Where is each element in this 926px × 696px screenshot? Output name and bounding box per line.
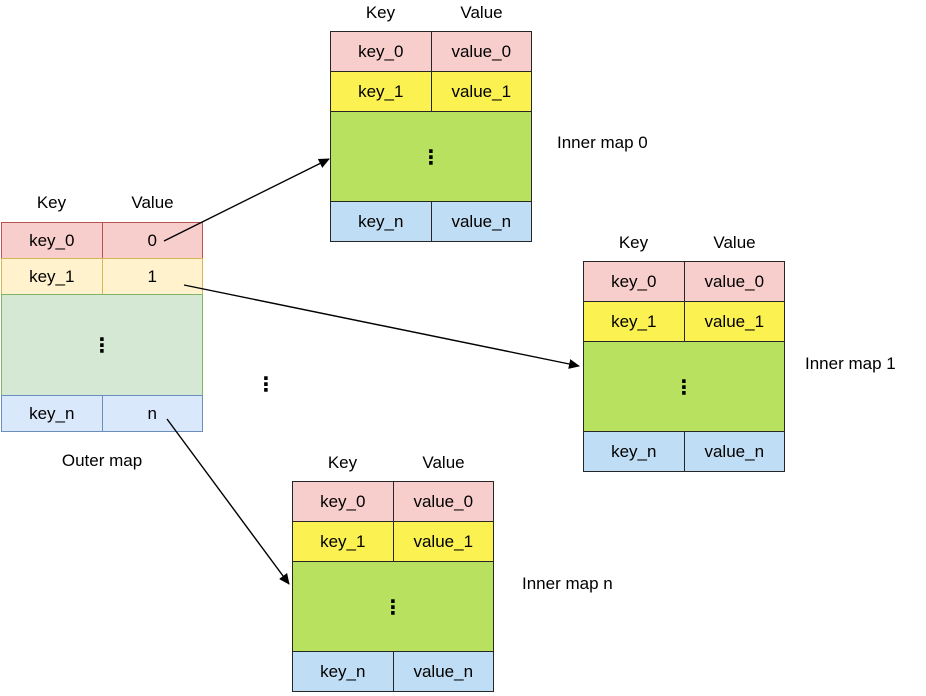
inner-map-1-column-headers: Key Value (583, 233, 785, 253)
value-cell: value_n (451, 211, 512, 231)
value-cell: value_1 (704, 311, 765, 331)
inner-map-0-row-key0: key_0 value_0 (330, 31, 532, 72)
key-cell: key_1 (293, 522, 394, 561)
vertical-ellipsis: ⋮ (674, 374, 694, 399)
inner-map-n-label: Inner map n (522, 574, 613, 593)
value-cell: value_n (413, 661, 474, 681)
key-cell: key_0 (2, 223, 103, 258)
value-cell: 0 (147, 230, 157, 250)
inner-map-1-row-key1: key_1 value_1 (583, 301, 785, 342)
arrow-value1-to-inner-map-1 (183, 284, 580, 369)
outer-map-row-key0: key_0 0 (1, 222, 203, 259)
column-header-value: Value (131, 193, 174, 212)
inner-map-1-row-keyn: key_n value_n (583, 431, 785, 472)
key-cell: key_0 (293, 482, 394, 521)
key-cell: key_n (584, 432, 685, 471)
inner-map-0-row-key1: key_1 value_1 (330, 71, 532, 112)
value-cell: 1 (147, 266, 157, 286)
value-cell: value_0 (451, 41, 512, 61)
vertical-ellipsis: ⋮ (421, 144, 441, 169)
value-cell: value_1 (451, 81, 512, 101)
column-header-key: Key (36, 193, 67, 212)
outer-map-ellipsis-row: ⋮ (1, 294, 203, 396)
outer-map-column-headers: Key Value (1, 193, 203, 213)
column-header-key: Key (327, 453, 358, 472)
inner-map-1-table: key_0 value_0 key_1 value_1 ⋮ key_n valu… (583, 261, 785, 472)
key-cell: key_1 (2, 259, 103, 294)
inner-map-1-row-key0: key_0 value_0 (583, 261, 785, 302)
inner-map-1-ellipsis-row: ⋮ (583, 341, 785, 432)
inner-map-n-row-key1: key_1 value_1 (292, 521, 494, 562)
outer-map-table: key_0 0 key_1 1 ⋮ key_n n (1, 222, 203, 432)
inner-map-n-column-headers: Key Value (292, 453, 494, 473)
value-cell: value_0 (413, 491, 474, 511)
value-cell: value_0 (704, 271, 765, 291)
key-cell: key_1 (584, 302, 685, 341)
vertical-ellipsis: ⋮ (383, 594, 403, 619)
inner-map-n-ellipsis-row: ⋮ (292, 561, 494, 652)
key-cell: key_n (2, 396, 103, 431)
outer-map-row-keyn: key_n n (1, 395, 203, 432)
inner-map-0-column-headers: Key Value (330, 3, 532, 23)
column-header-value: Value (422, 453, 465, 472)
outer-map-label: Outer map (61, 451, 143, 470)
column-header-value: Value (460, 3, 503, 22)
inner-map-0-table: key_0 value_0 key_1 value_1 ⋮ key_n valu… (330, 31, 532, 242)
key-cell: key_0 (584, 262, 685, 301)
outer-map-row-key1: key_1 1 (1, 258, 203, 295)
value-cell: value_n (704, 441, 765, 461)
key-cell: key_0 (331, 32, 432, 71)
inner-map-n-row-key0: key_0 value_0 (292, 481, 494, 522)
inner-map-n-row-keyn: key_n value_n (292, 651, 494, 692)
key-cell: key_n (293, 652, 394, 691)
vertical-ellipsis: ⋮ (92, 333, 112, 357)
column-header-value: Value (713, 233, 756, 252)
inner-map-n-table: key_0 value_0 key_1 value_1 ⋮ key_n valu… (292, 481, 494, 692)
key-cell: key_1 (331, 72, 432, 111)
key-cell: key_n (331, 202, 432, 241)
inner-map-0-label: Inner map 0 (557, 133, 648, 152)
between-maps-ellipsis: ⋮ (256, 372, 276, 396)
arrow-valuen-to-inner-map-n (166, 418, 290, 585)
inner-map-1-label: Inner map 1 (805, 354, 896, 373)
column-header-key: Key (365, 3, 396, 22)
value-cell: n (147, 403, 157, 423)
inner-map-0-row-keyn: key_n value_n (330, 201, 532, 242)
column-header-key: Key (618, 233, 649, 252)
inner-map-0-ellipsis-row: ⋮ (330, 111, 532, 202)
value-cell: value_1 (413, 531, 474, 551)
